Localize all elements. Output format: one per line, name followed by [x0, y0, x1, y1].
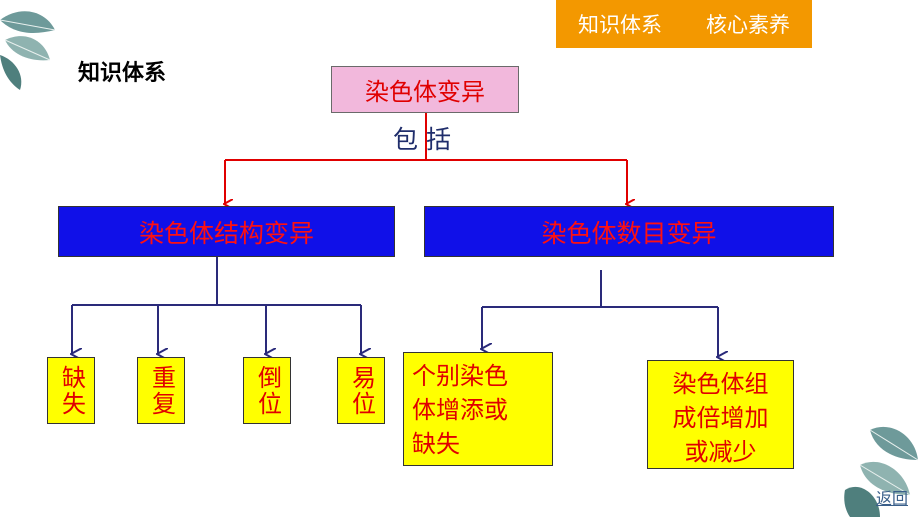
back-link[interactable]: 返回	[875, 489, 908, 508]
tab-knowledge-system[interactable]: 知识体系	[578, 13, 662, 37]
leaf-duplication: 重复	[137, 357, 185, 424]
leaf-inversion: 倒位	[243, 357, 291, 424]
leaf-deletion: 缺失	[47, 357, 95, 424]
leaf-decoration-bottom-right	[844, 426, 919, 517]
leaf-decoration-top-left	[0, 11, 56, 90]
tab-core-literacy[interactable]: 核心素养	[706, 13, 790, 37]
section-title: 知识体系	[78, 61, 167, 86]
leaf-chromosome-set-change: 染色体组 成倍增加 或减少	[647, 360, 794, 469]
leaf-translocation: 易位	[337, 357, 385, 424]
connector-label: 包 括	[393, 125, 451, 154]
root-node: 染色体变异	[331, 66, 519, 113]
leaf-individual-chromosome-change: 个别染色 体增添或 缺失	[403, 352, 553, 466]
branch-structure-variation: 染色体结构变异	[58, 206, 395, 257]
branch-number-variation: 染色体数目变异	[424, 206, 834, 257]
header-tab-bar: 知识体系 核心素养	[556, 0, 812, 48]
